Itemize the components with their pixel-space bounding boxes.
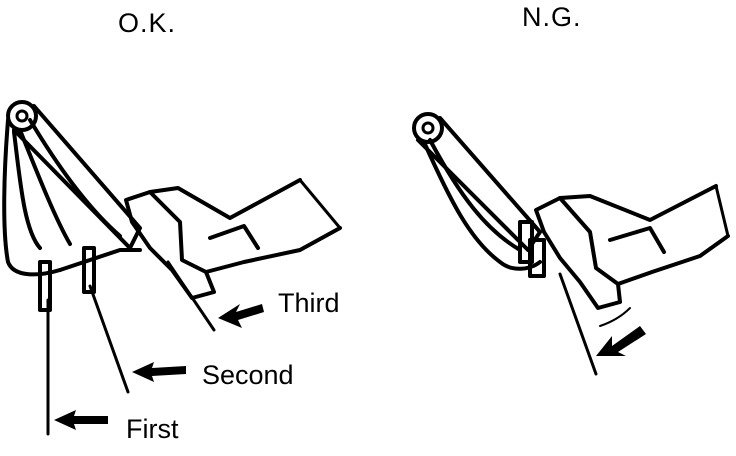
ng-guide-lines	[558, 272, 631, 376]
ng-hand	[534, 184, 730, 310]
label-first: First	[126, 414, 179, 444]
first-stop	[38, 260, 52, 312]
second-stop	[82, 246, 96, 294]
label-second: Second	[202, 360, 294, 390]
ok-lever	[2, 100, 142, 277]
ok-detent-stops	[38, 246, 96, 312]
arrow-icon	[132, 362, 186, 382]
ok-title: O.K.	[118, 8, 176, 38]
arrow-icon	[218, 304, 264, 328]
ok-panel: O.K.	[2, 8, 342, 444]
ng-panel: N.G.	[412, 2, 730, 376]
ng-title: N.G.	[522, 2, 582, 32]
arrow-icon	[596, 326, 646, 356]
ng-detent-stops	[518, 220, 546, 278]
ok-hand	[124, 178, 342, 300]
ok-guide-lines	[46, 260, 216, 436]
label-third: Third	[278, 288, 340, 318]
arrow-icon	[54, 410, 108, 430]
